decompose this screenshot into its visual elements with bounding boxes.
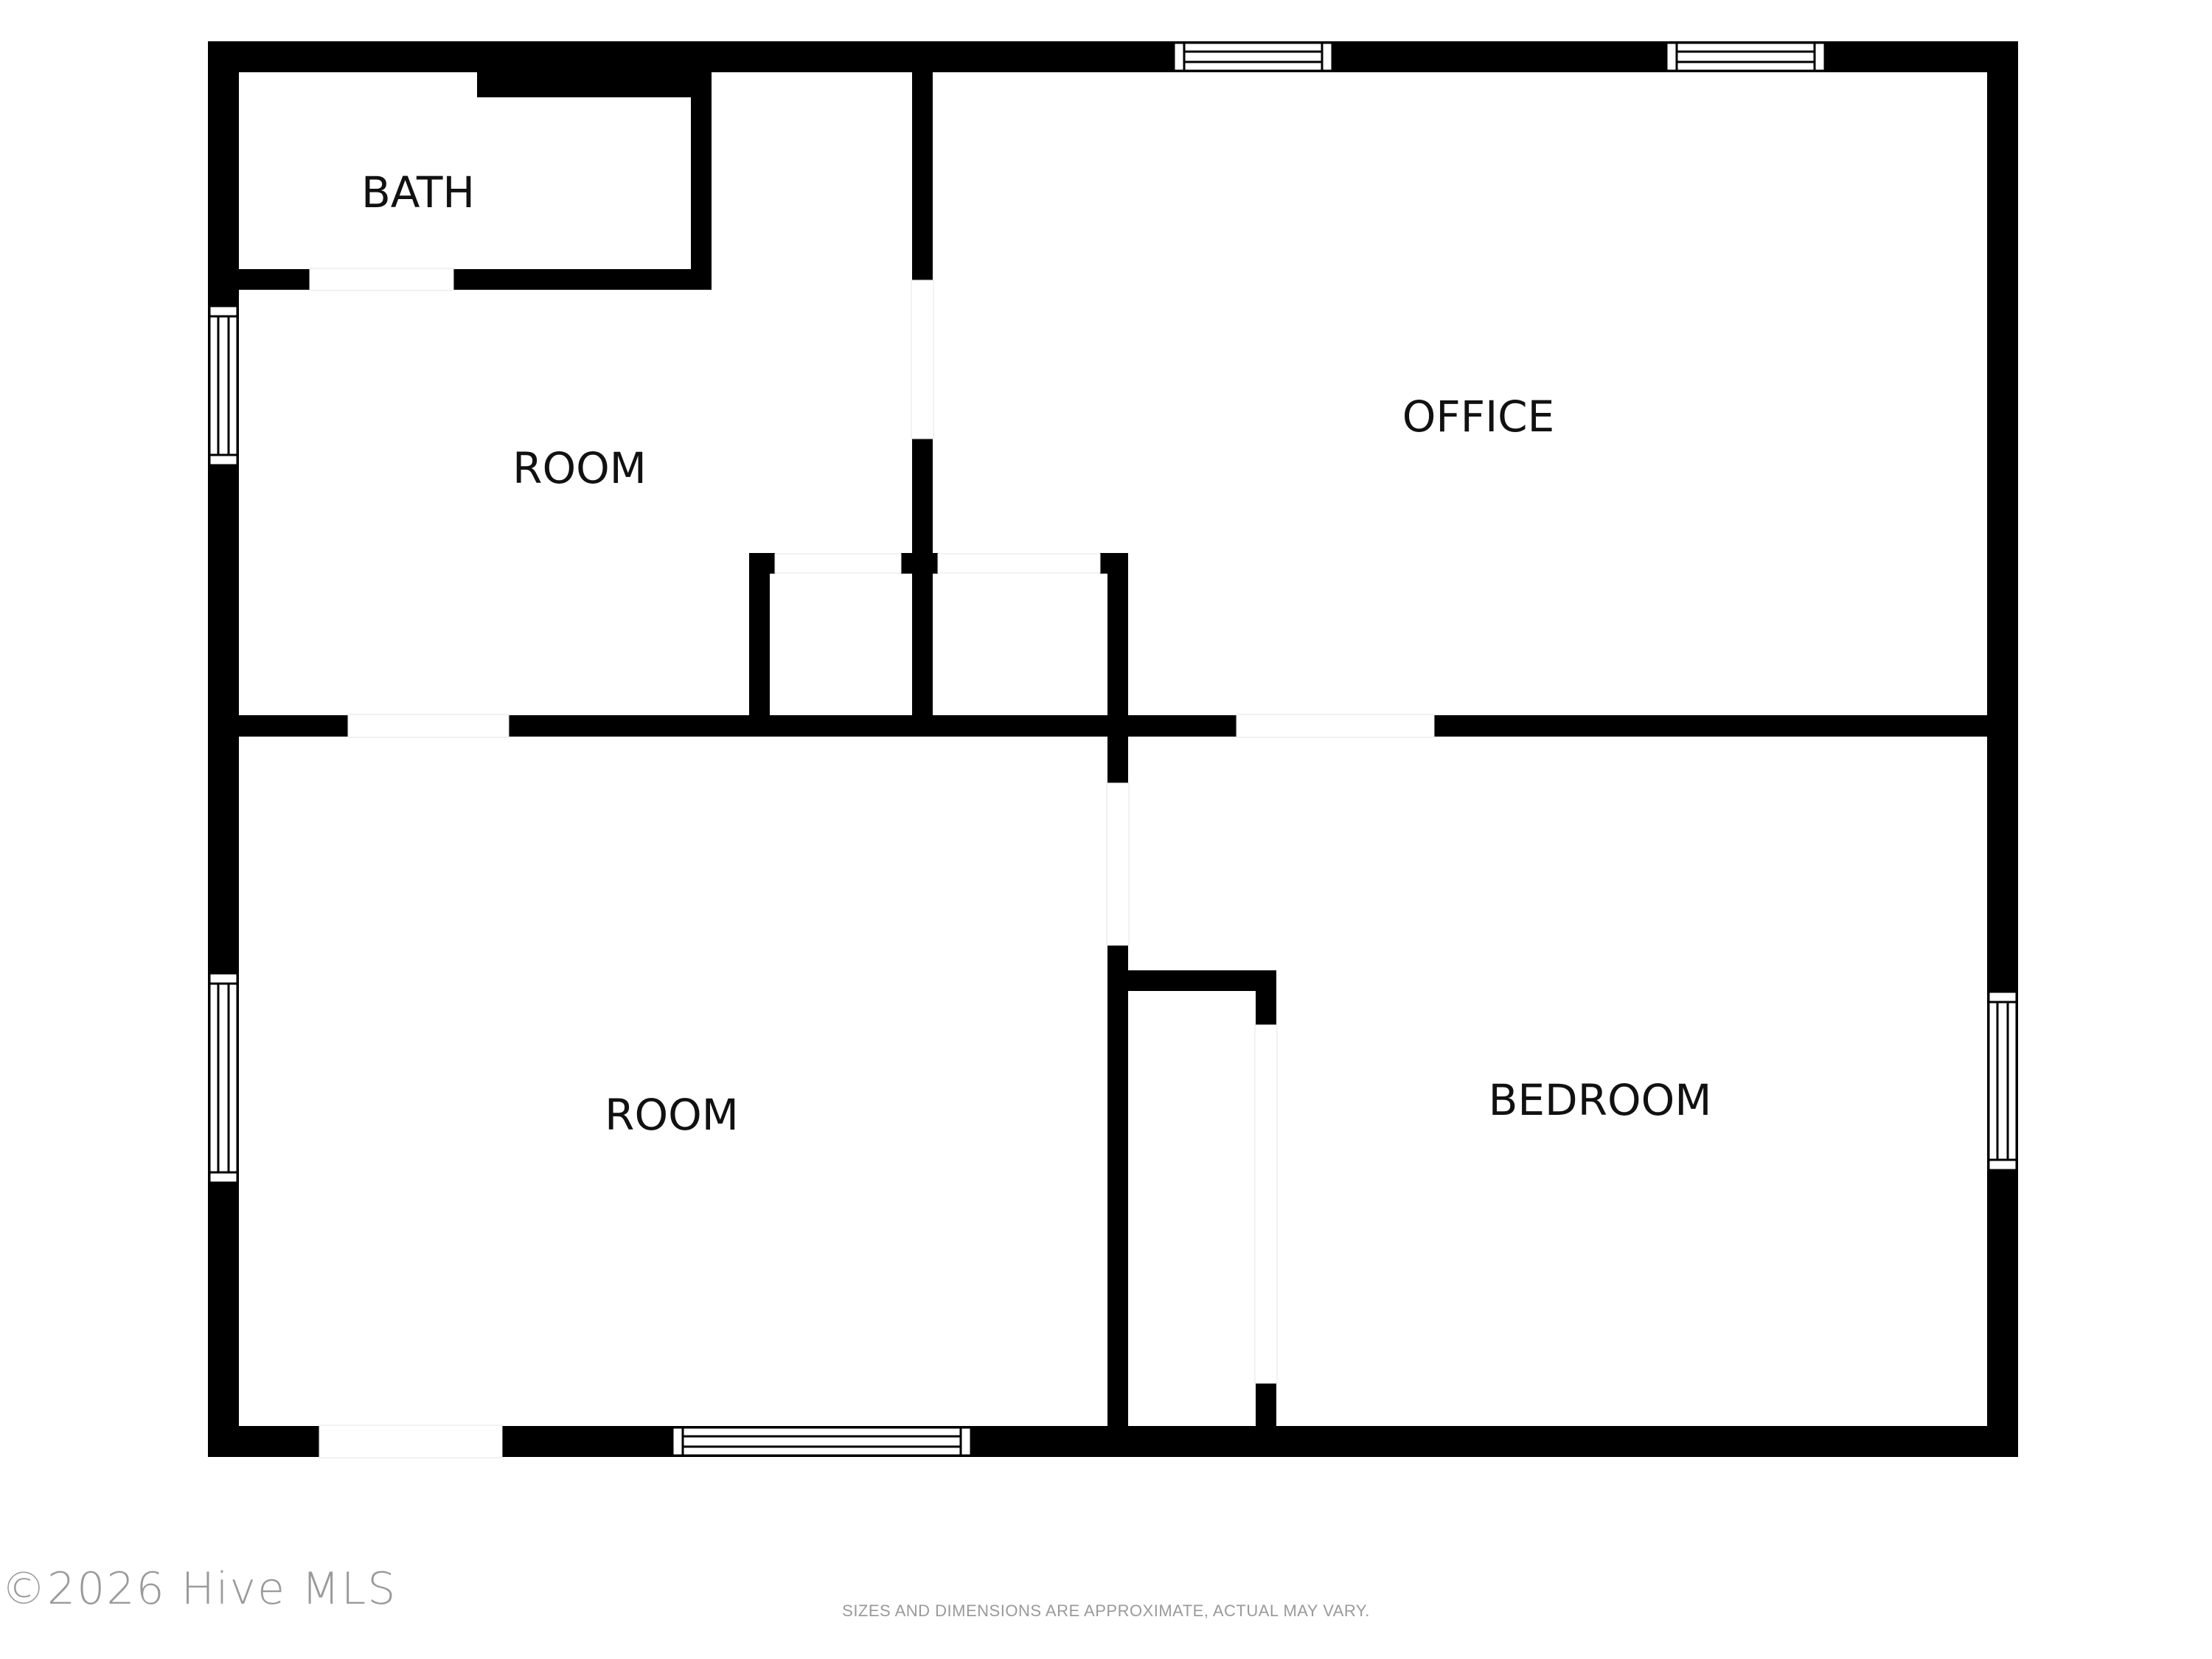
window-top-left [1172,41,1334,72]
bedroom-closet-wall-top [1107,970,1276,991]
windows [208,41,2018,1457]
exterior-wall-left [208,41,239,1457]
copyright-watermark: ©2026 Hive MLS [1,1563,397,1615]
window-right [1987,990,2018,1172]
bedroom-closet-door-opening [1254,1024,1278,1384]
room-label-bath: BATH [361,167,475,218]
room-labels: BATH ROOM OFFICE ROOM BEDROOM [361,167,1711,1140]
closet-wall-left [749,553,770,737]
room-label-office: OFFICE [1402,392,1555,442]
bath-wall-bottom [208,269,712,290]
window-top-right [1665,41,1826,72]
office-door-opening [1236,714,1435,738]
bath-soffit [477,41,712,97]
room-office-door-opening [911,279,934,439]
closet-header-mid [901,553,938,574]
exterior-door-opening [319,1425,503,1458]
closet-wall-right [1107,553,1128,1457]
room-bedroom-door-opening [1106,782,1130,946]
room-label-bedroom: BEDROOM [1489,1075,1712,1125]
door-openings [309,268,1435,1458]
window-left-lower [208,972,239,1184]
closet-header-right [1100,553,1128,574]
walls [208,41,2018,1457]
window-bottom [671,1426,973,1457]
closet-door-opening-right [937,553,1101,574]
window-left-upper [208,305,239,467]
room-label-room-lower: ROOM [605,1090,739,1140]
room-door-opening [347,714,509,738]
closet-header-left [749,553,775,574]
room-label-room-upper: ROOM [512,443,647,493]
closet-door-opening-left [774,553,902,574]
exterior-wall-right [1987,41,2018,1457]
bath-door-opening [309,268,454,291]
bath-wall-right [691,72,712,290]
disclaimer-text: SIZES AND DIMENSIONS ARE APPROXIMATE, AC… [842,1601,1370,1620]
